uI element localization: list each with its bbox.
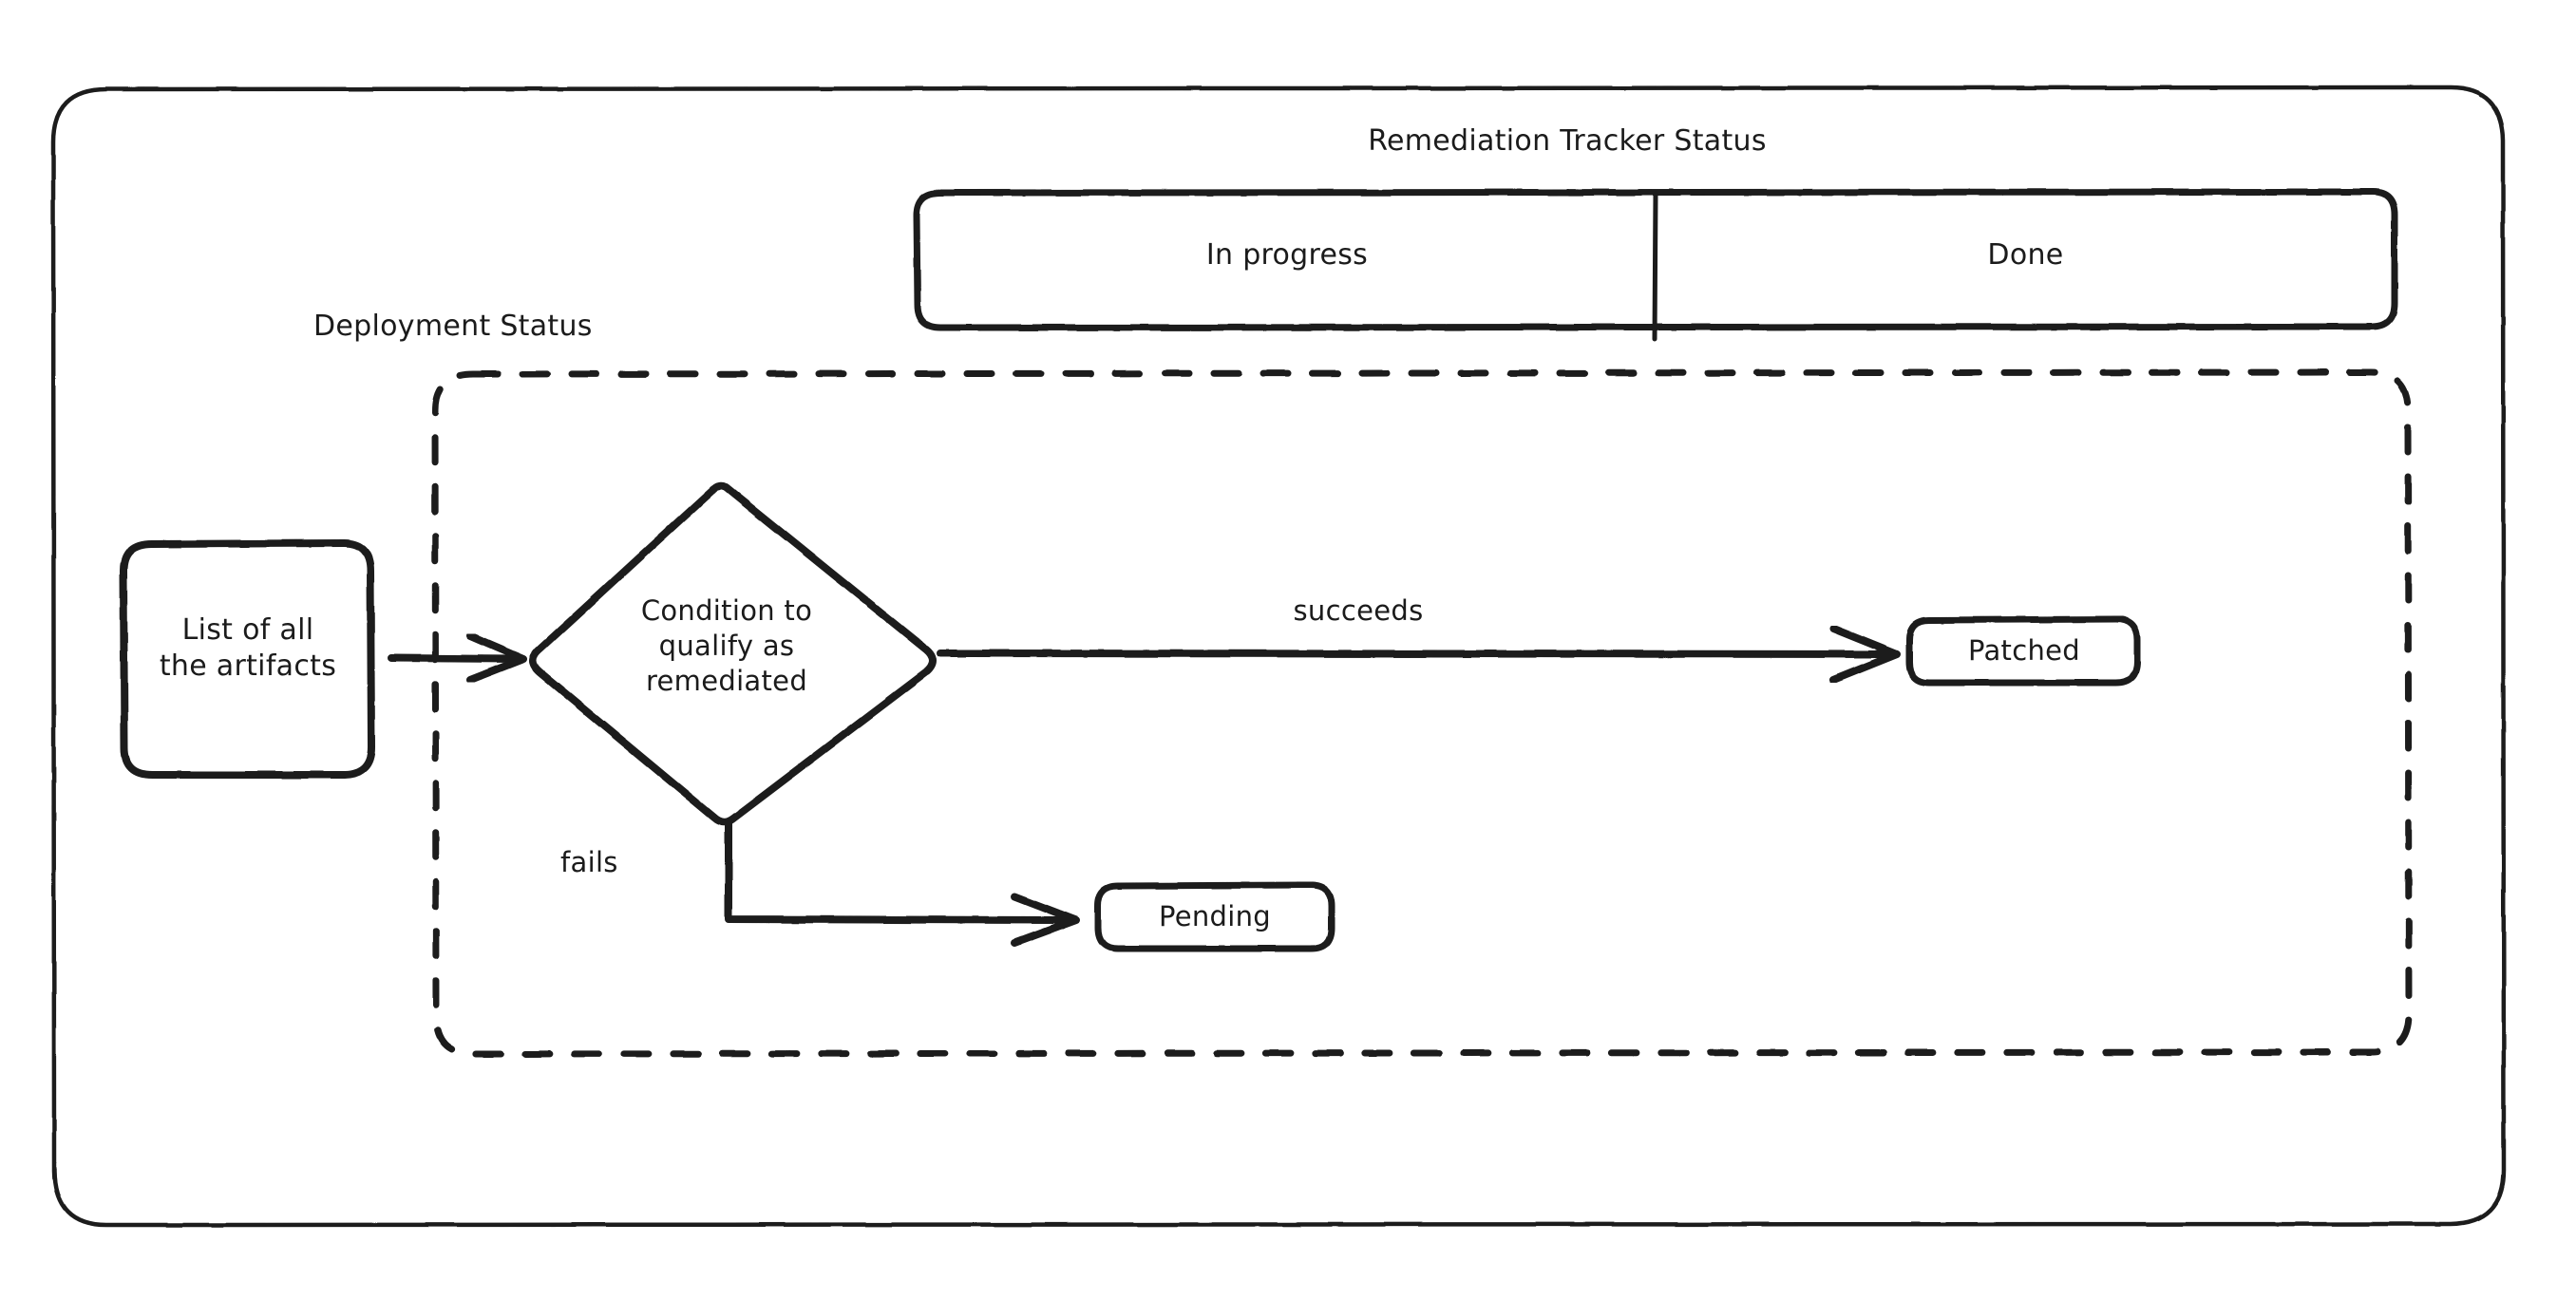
node-condition-label: Condition to qualify as remediated (579, 593, 874, 699)
edge-label-succeeds: succeeds (1293, 594, 1424, 627)
edge-artifacts-to-condition (388, 632, 527, 684)
node-artifacts-label: List of all the artifacts (125, 612, 370, 686)
deployment-status-title: Deployment Status (313, 310, 593, 343)
deployment-status-swimlane (431, 368, 2413, 1058)
node-pending-shape (1094, 881, 1335, 952)
edge-condition-to-patched (937, 625, 1901, 684)
edge-condition-to-pending (725, 819, 1080, 947)
tracker-bar-divider (1652, 191, 1658, 342)
node-pending-label: Pending (1158, 900, 1272, 932)
tracker-status-title: Remediation Tracker Status (1368, 124, 1767, 158)
edge-label-fails: fails (560, 846, 618, 878)
node-condition-label-line1: Condition to (640, 594, 813, 627)
node-patched-shape (1905, 615, 2141, 687)
tracker-cell-done[interactable]: Done (1987, 238, 2064, 272)
outer-frame (50, 85, 2507, 1228)
node-condition-label-line2: qualify as (658, 630, 795, 663)
node-artifacts-label-line2: the artifacts (159, 650, 337, 684)
node-artifacts-label-line1: List of all (181, 613, 314, 647)
node-condition-shape (529, 481, 937, 826)
node-artifacts-shape (120, 539, 375, 779)
node-patched-label: Patched (1967, 634, 2080, 667)
node-condition-label-line3: remediated (645, 665, 808, 698)
tracker-cell-in-progress[interactable]: In progress (1205, 238, 1369, 272)
